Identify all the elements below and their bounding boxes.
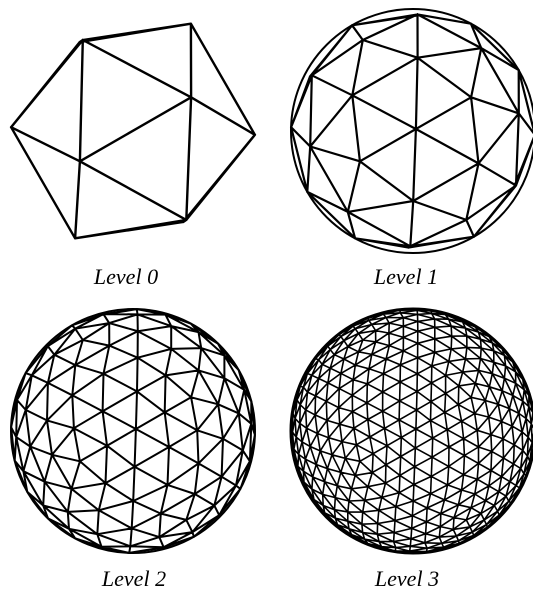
panel-caption-level-1: Level 1 xyxy=(326,264,486,290)
geodesic-sphere-level-3 xyxy=(291,309,533,553)
panel-caption-level-3: Level 3 xyxy=(327,566,487,592)
geodesic-sphere-level-0 xyxy=(11,24,255,239)
geodesic-sphere-level-1 xyxy=(291,9,533,253)
panel-caption-level-0: Level 0 xyxy=(46,264,206,290)
geodesic-sphere-level-2 xyxy=(11,309,255,553)
sphere-wireframe-edges xyxy=(291,14,533,247)
sphere-wireframe-edges xyxy=(11,309,255,553)
sphere-wireframe-edges xyxy=(11,24,255,239)
panel-caption-level-2: Level 2 xyxy=(54,566,214,592)
